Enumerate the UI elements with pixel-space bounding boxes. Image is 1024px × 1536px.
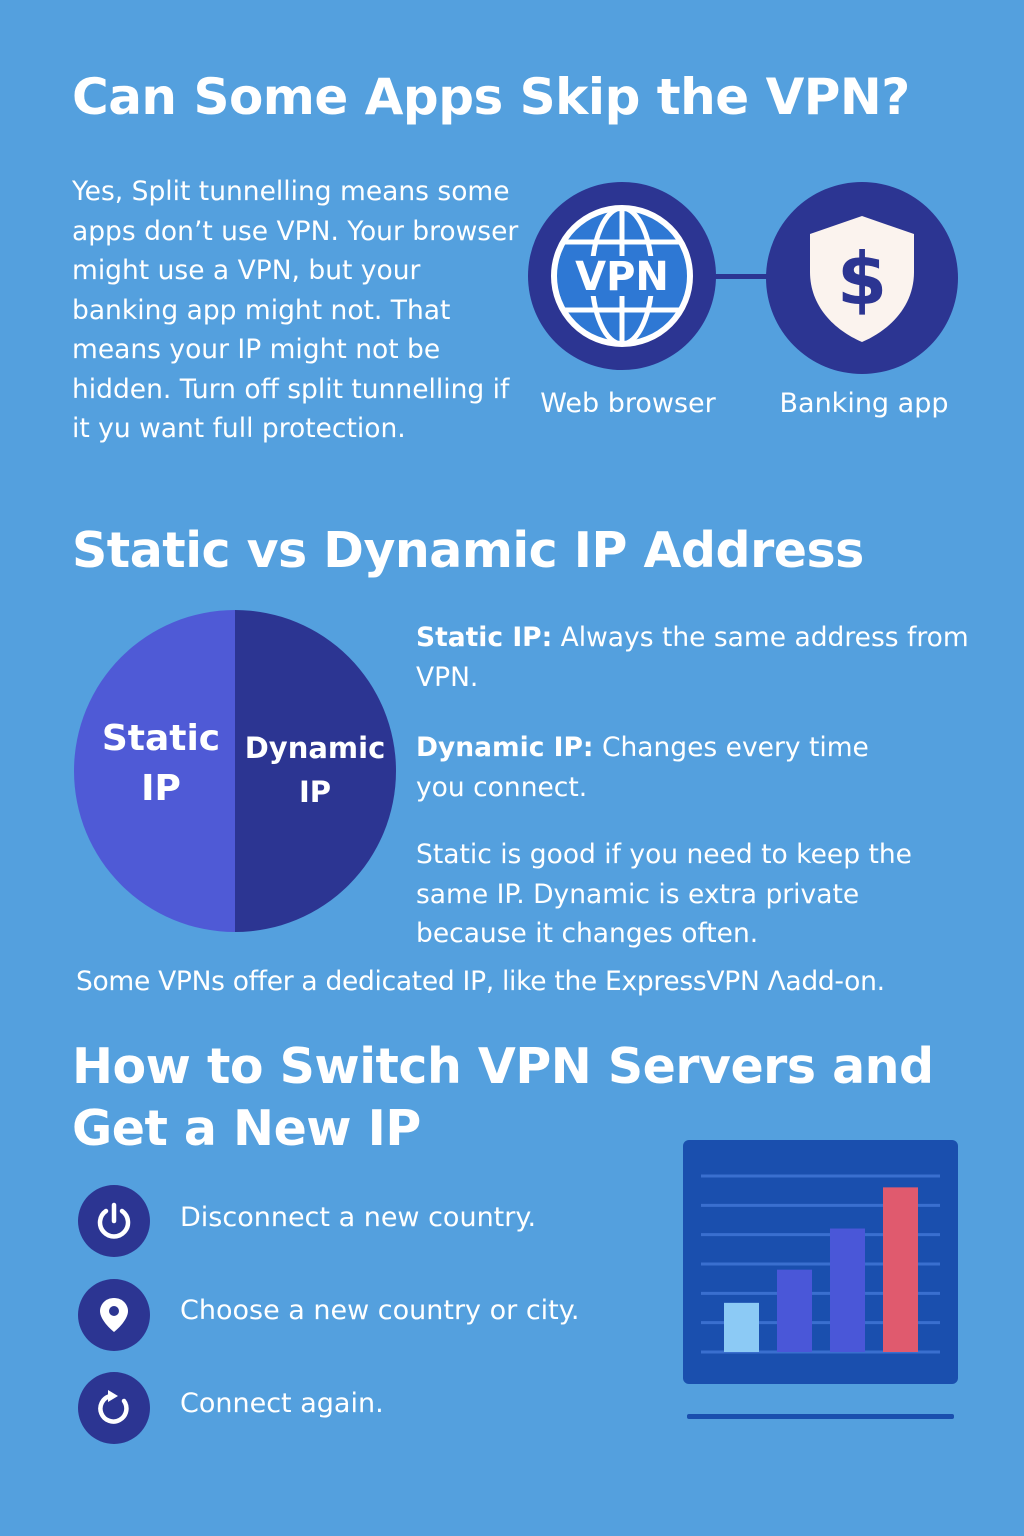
dynamic-ip-desc: Changes every time you connect. (416, 732, 869, 803)
pie-label-dynamic-line2: IP (298, 775, 332, 809)
globe-icon: VPN (551, 205, 693, 347)
pie-label-dynamic: Dynamic IP (241, 726, 389, 814)
static-ip-desc: Always the same address from VPN. (416, 622, 969, 693)
banking-app-caption: Banking app (779, 388, 949, 419)
vpn-badge-text: VPN (575, 254, 669, 300)
step-3-badge (78, 1372, 150, 1444)
banking-shield-badge: $ (766, 182, 958, 374)
pie-label-dynamic-line1: Dynamic (244, 731, 386, 765)
pie-slice-dynamic (235, 610, 396, 932)
split-tunnel-body: Yes, Split tunnelling means some apps do… (72, 176, 519, 444)
static-ip-definition: Static IP: Always the same address from … (416, 618, 976, 697)
step-1-badge (78, 1185, 150, 1257)
step-3-text: Connect again. (180, 1388, 384, 1419)
power-icon (97, 1202, 131, 1239)
ip-types-title: Static vs Dynamic IP Address (72, 522, 864, 579)
vpn-globe-badge: VPN (528, 182, 716, 370)
dynamic-ip-definition: Dynamic IP: Changes every time you conne… (416, 728, 916, 807)
connector-line (700, 274, 790, 279)
pie-slice-static (74, 610, 235, 932)
location-pin-icon (100, 1298, 128, 1332)
step-2-text: Choose a new country or city. (180, 1295, 580, 1326)
split-tunnel-title: Can Some Apps Skip the VPN? (72, 68, 910, 126)
step-2-badge (78, 1279, 150, 1351)
refresh-icon (98, 1390, 129, 1424)
chart-base-line (687, 1414, 954, 1419)
pie-label-static-line1: Static (101, 718, 221, 759)
step-1-text: Disconnect a new country. (180, 1202, 537, 1233)
bar-chart (701, 1174, 940, 1354)
web-browser-caption: Web browser (540, 388, 716, 419)
pie-label-static-line2: IP (141, 768, 181, 809)
dynamic-ip-term: Dynamic IP: (416, 732, 594, 763)
bar-chart-panel (683, 1140, 958, 1384)
chart-bar (777, 1269, 812, 1352)
switch-servers-title: How to Switch VPN Servers and Get a New … (72, 1038, 934, 1157)
shield-dollar-icon: $ (810, 216, 914, 342)
ip-pie-chart: Static IP Dynamic IP (73, 610, 397, 932)
static-ip-term: Static IP: (416, 622, 553, 653)
ip-comparison-text: Static is good if you need to keep the s… (416, 839, 912, 949)
chart-bar (724, 1302, 759, 1352)
pie-label-static: Static IP (91, 714, 231, 814)
chart-bar (883, 1187, 918, 1352)
dollar-symbol: $ (837, 237, 887, 321)
chart-bar (830, 1228, 865, 1352)
dedicated-ip-note: Some VPNs offer a dedicated IP, like the… (76, 966, 885, 997)
